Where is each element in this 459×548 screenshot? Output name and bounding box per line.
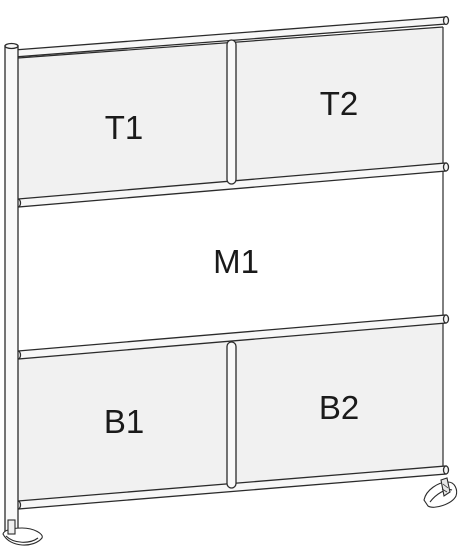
panel-label-b2: B2 [319,389,359,426]
panel-label-b1: B1 [104,403,144,440]
panel-b1 [18,340,231,506]
panel-m1 [18,172,443,356]
panel-t2 [231,27,443,188]
panel-b2 [231,324,443,490]
panel-label-t1: T1 [105,109,144,146]
post-lower [226,341,237,489]
right-foot [423,477,458,508]
left-upright [4,42,19,537]
panel-label-t2: T2 [320,85,359,122]
post-upper [226,39,237,185]
center-posts [226,39,237,489]
panel-label-m1: M1 [213,243,259,280]
panel-t1 [18,42,231,204]
left-foot [2,519,43,546]
